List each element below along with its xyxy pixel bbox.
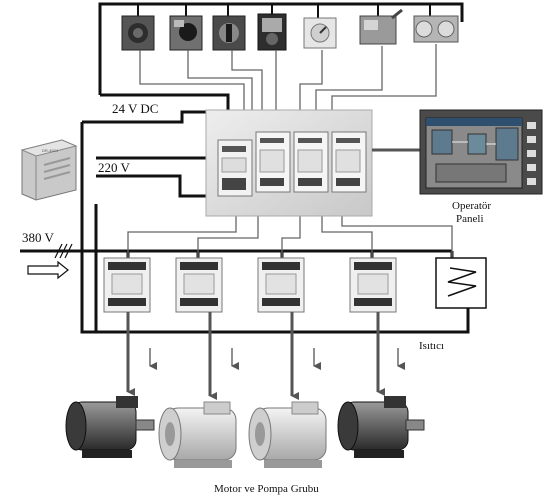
- output-signal-wires: [128, 216, 452, 262]
- power-supply-plate-text: DR-4524: [42, 148, 59, 153]
- input-signal-wires: [140, 44, 436, 110]
- selector-switch-icon: [213, 16, 245, 50]
- motor-feed-arrows: [128, 312, 378, 396]
- push-button-icon: [170, 16, 202, 50]
- plc-io-module-2: [294, 132, 328, 192]
- label-220v: 220 V: [98, 160, 130, 176]
- contactor-4: [350, 258, 396, 312]
- motor-1-icon: [66, 396, 154, 458]
- contactor-2: [176, 258, 222, 312]
- input-arrow-icon: [28, 262, 68, 278]
- contactor-1: [104, 258, 150, 312]
- plc-cpu-module: [218, 140, 252, 196]
- potentiometer-icon: [304, 18, 336, 48]
- contactor-3: [258, 258, 304, 312]
- label-operator-panel-line2: Paneli: [456, 213, 484, 225]
- motor-3-icon: [249, 402, 326, 468]
- motor-2-icon: [159, 402, 236, 468]
- proximity-sensor-icon: [414, 16, 458, 42]
- heater-icon: [436, 258, 486, 308]
- label-motor-pump-group: Motor ve Pompa Grubu: [214, 483, 319, 495]
- plc-io-module-3: [332, 132, 366, 192]
- key-switch-icon: [258, 14, 286, 50]
- emergency-stop-icon: [122, 16, 154, 50]
- plc-io-module-1: [256, 132, 290, 192]
- plc-unit: [206, 110, 372, 216]
- label-operator-panel-line1: Operatör: [452, 200, 491, 212]
- label-24v-dc: 24 V DC: [112, 101, 158, 117]
- limit-switch-icon: [360, 10, 402, 44]
- label-heater: Isıtıcı: [419, 340, 444, 352]
- motor-4-icon: [338, 396, 424, 458]
- operator-panel: [420, 110, 542, 194]
- power-supply-unit: DR-4524: [22, 140, 76, 200]
- label-380v: 380 V: [22, 230, 54, 246]
- direction-arrows-small: [150, 348, 398, 366]
